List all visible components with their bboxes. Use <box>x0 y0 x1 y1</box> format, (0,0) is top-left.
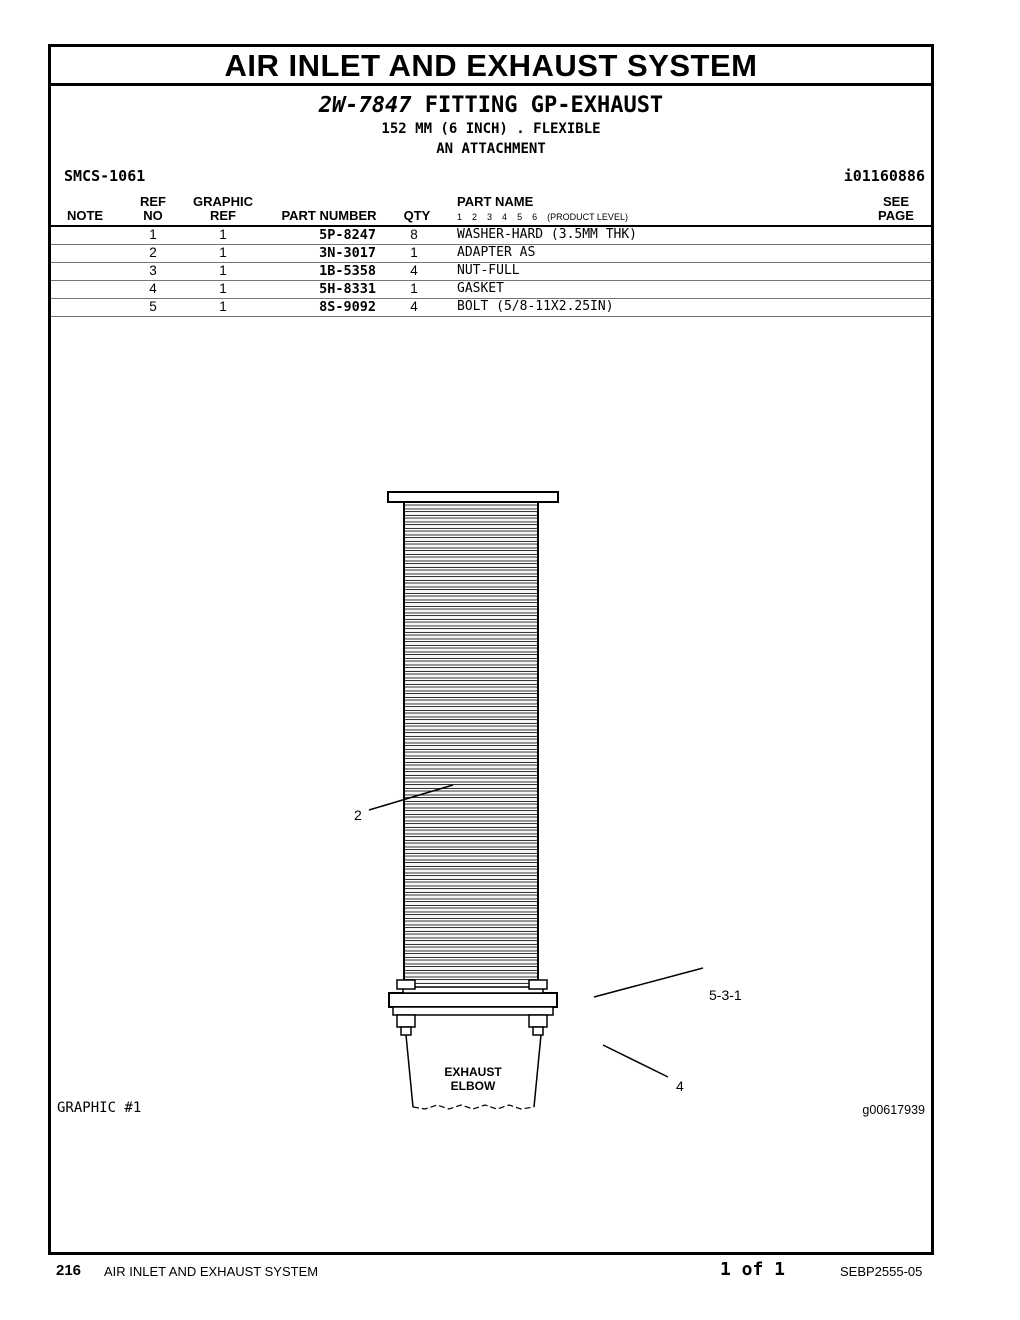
group-title: 2W-7847 FITTING GP-EXHAUST <box>51 93 931 118</box>
part-number-link[interactable]: 5P-8247 <box>319 227 376 243</box>
section-title: AIR INLET AND EXHAUST SYSTEM <box>51 47 931 86</box>
callout-leader-stack <box>593 967 704 998</box>
page-frame: AIR INLET AND EXHAUST SYSTEM 2W-7847 FIT… <box>48 44 934 1255</box>
graphic-label: GRAPHIC #1 <box>57 1100 142 1116</box>
elbow-label-line2: ELBOW <box>451 1079 496 1093</box>
callout-leader-gasket <box>602 1044 669 1078</box>
part-number-link[interactable]: 5H-8331 <box>319 281 376 297</box>
nut-bottom-left <box>396 1014 416 1028</box>
exploded-view-drawing: EXHAUST ELBOW 2 5-3-1 4 <box>354 491 742 1110</box>
group-description-line2: AN ATTACHMENT <box>436 141 546 157</box>
group-description-line1: 152 MM (6 INCH) . FLEXIBLE <box>381 121 601 137</box>
header-part-number: PART NUMBER <box>281 208 377 223</box>
graphic-id: g00617939 <box>862 1103 925 1117</box>
nut-top-left <box>396 979 416 990</box>
header-part-name: PART NAME <box>457 194 534 209</box>
footer-page-of: 1 of 1 <box>720 1259 786 1280</box>
elbow-outline <box>405 1034 542 1108</box>
header-divider <box>51 225 931 227</box>
callout-stack: 5-3-1 <box>709 987 742 1003</box>
group-name: FITTING GP-EXHAUST <box>424 93 664 118</box>
footer-doc-number: SEBP2555-05 <box>840 1264 923 1279</box>
callout-leader-adapter <box>368 784 454 811</box>
nut-bottom-right <box>528 1014 548 1028</box>
illustration-id: i01160886 <box>843 167 925 185</box>
callout-gasket: 4 <box>676 1078 684 1094</box>
callout-adapter: 2 <box>354 807 362 823</box>
footer-page-number: 216 <box>56 1262 82 1279</box>
top-flange <box>387 491 559 503</box>
smcs-code: SMCS-1061 <box>64 167 146 185</box>
gasket <box>402 986 544 994</box>
group-part-number: 2W-7847 <box>318 93 412 118</box>
part-number-link[interactable]: 3N-3017 <box>319 245 376 261</box>
elbow-flange <box>392 1006 554 1016</box>
header-note: NOTE <box>66 208 104 223</box>
part-number-link[interactable]: 8S-9092 <box>319 299 376 315</box>
bottom-flange <box>388 992 558 1008</box>
flex-bellows <box>403 504 539 984</box>
elbow-label-line1: EXHAUST <box>444 1065 502 1079</box>
part-number-link[interactable]: 1B-5358 <box>319 263 376 279</box>
header-qty: QTY <box>403 208 431 223</box>
nut-top-right <box>528 979 548 990</box>
footer-section: AIR INLET AND EXHAUST SYSTEM <box>104 1264 319 1279</box>
